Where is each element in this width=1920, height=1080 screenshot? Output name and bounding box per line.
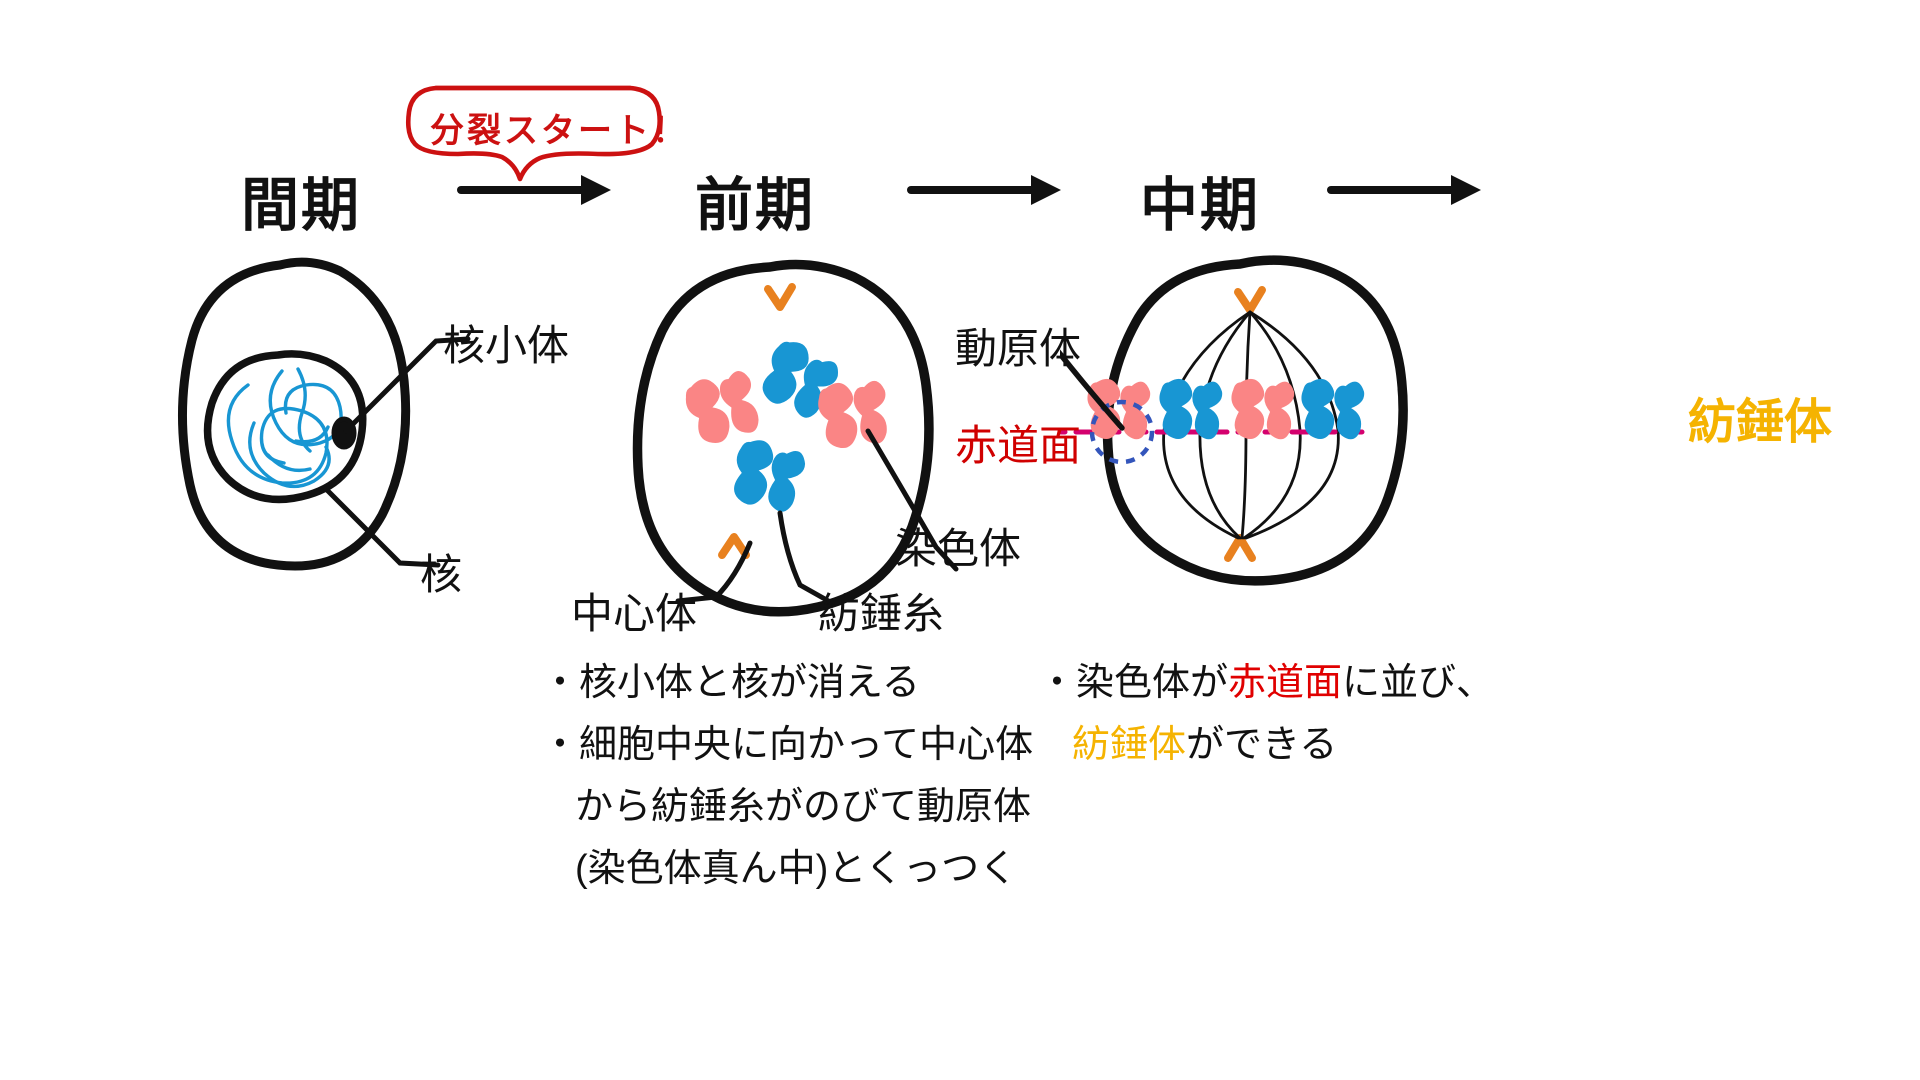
- chromosome-pink-2: [1231, 378, 1295, 440]
- metaphase-bullet-seg-2-equatorial-plane: 赤道面: [1228, 662, 1343, 704]
- centrosome-bottom: [718, 533, 750, 559]
- chromosome-group: [685, 341, 887, 512]
- phase-title-interphase: 間期: [241, 173, 362, 238]
- nuclear-envelope-outline: [203, 350, 367, 504]
- label-spindle-apparatus: 紡錘体: [1688, 396, 1833, 449]
- chromosome-leader-line: [865, 428, 959, 572]
- bubble-shape: [405, 85, 662, 182]
- nucleus-leader-line: [323, 486, 441, 568]
- prophase-bullet-2-line-1: ・細胞中央に向かって中心体: [541, 724, 1034, 766]
- chromosome-blue-1: [1159, 378, 1223, 440]
- chromosome-pink-1: [685, 371, 759, 443]
- phase-title-prophase: 前期: [695, 173, 816, 238]
- kinetochore-leader-line: [1060, 349, 1125, 431]
- prophase-description-block: ・核小体と核が消える ・細胞中央に向かって中心体 から紡錘糸がのびて動原体 (染…: [541, 652, 1033, 900]
- centrosome-bottom: [1224, 534, 1256, 562]
- prophase-cell-drawing: [632, 259, 959, 617]
- label-kinetochore: 動原体: [955, 325, 1082, 372]
- label-nucleolus: 核小体: [443, 322, 570, 369]
- arrow-interphase-to-prophase: [457, 175, 611, 205]
- cell-membrane-outline: [632, 259, 934, 617]
- label-nucleus: 核: [420, 551, 463, 598]
- interphase-cell-drawing: [177, 257, 471, 571]
- kinetochore-highlight-ring: [1089, 399, 1155, 465]
- phase-title-metaphase: 中期: [1140, 173, 1261, 238]
- arrow-prophase-to-metaphase: [907, 175, 1061, 205]
- prophase-bullet-1-line-1: ・核小体と核が消える: [541, 662, 920, 704]
- centrosome-top: [764, 283, 796, 311]
- label-equatorial-plane: 赤道面: [955, 422, 1082, 469]
- metaphase-bullet-seg-5: ができる: [1186, 724, 1338, 766]
- centrosome-top: [1234, 286, 1266, 314]
- centrosome-leader-line: [675, 540, 753, 604]
- chromosome-blue-1: [762, 341, 838, 418]
- metaphase-bullet-seg-4-spindle: 紡錘体: [1072, 724, 1187, 766]
- label-spindle-fiber: 紡錘糸: [818, 590, 945, 637]
- metaphase-bullet-seg-3: に並び、: [1342, 662, 1495, 704]
- chromosome-pink-2: [818, 380, 887, 449]
- prophase-bullet-2-line-3: (染色体真ん中)とくっつく: [575, 848, 1018, 890]
- arrow-metaphase-next: [1327, 175, 1481, 205]
- label-chromosome: 染色体: [895, 525, 1022, 572]
- chromatin-threads: [226, 367, 343, 489]
- spindle-fiber-leader-line: [777, 510, 835, 606]
- metaphase-bullet-line-2: 紡錘体ができる: [1038, 714, 1494, 776]
- metaphase-cell-drawing: [1060, 255, 1408, 586]
- metaphase-bullet-line-1: ・染色体が赤道面に並び、: [1038, 652, 1494, 714]
- prophase-bullet-2-line-2: から紡錘糸がのびて動原体: [575, 786, 1032, 828]
- nucleolus-leader-line: [343, 336, 471, 434]
- metaphase-bullet-seg-1: ・染色体が: [1038, 662, 1229, 704]
- cell-membrane-outline: [177, 257, 411, 571]
- chromosome-blue-2: [1301, 378, 1365, 440]
- cell-membrane-outline: [1102, 255, 1408, 586]
- label-centrosome: 中心体: [571, 590, 698, 637]
- chromosome-blue-2: [734, 440, 806, 512]
- division-start-bubble: 分裂スタート！: [398, 78, 686, 183]
- bubble-label: 分裂スタート！: [430, 112, 689, 150]
- metaphase-description-block: ・染色体が赤道面に並び、 紡錘体ができる: [1038, 652, 1494, 776]
